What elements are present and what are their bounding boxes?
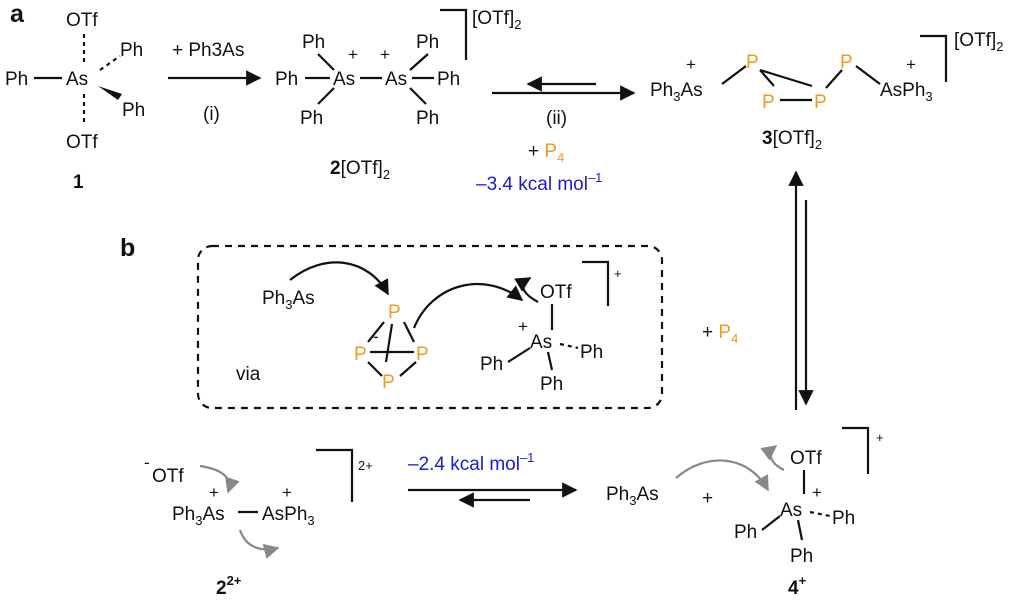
c2-ph-bl: Ph	[300, 108, 323, 129]
step1-reagent: + Ph3As	[172, 40, 244, 61]
via-p-bottom: P	[382, 372, 395, 393]
mechanism-via: Ph3As P - P P P OTf + As Ph Ph Ph + via	[236, 260, 622, 395]
c3-ph3as: Ph3As	[650, 80, 703, 104]
c3-p-bottom-right: P	[814, 92, 827, 113]
via-ph-right: Ph	[580, 342, 603, 363]
equilibrium-step-ii: (ii) + P4 –3.4 kcal mol–1	[476, 76, 636, 195]
ph-left: Ph	[5, 69, 28, 90]
c4-ph-bottom: Ph	[790, 546, 813, 567]
compound-3-structure: + Ph3As P P P P + AsPh3 [OTf]2 3[OTf]2	[650, 30, 1003, 152]
mid-plus-p4: + P4	[702, 322, 738, 346]
c2-as-1: As	[333, 69, 355, 90]
compound-2-dication: - OTf + + Ph3As AsPh3 2+ 22+	[144, 448, 373, 599]
via-as: As	[530, 332, 552, 353]
compound-1-structure: OTf Ph As Ph Ph OTf 1	[5, 10, 145, 193]
step2-label: (ii)	[546, 108, 567, 129]
compound-4-cation: Ph3As + OTf + As Ph Ph Ph + 4+	[606, 426, 884, 599]
c2-ph-ml: Ph	[275, 69, 298, 90]
d-bracket-charge: 2+	[358, 458, 373, 473]
panel-label-b: b	[120, 234, 135, 262]
c4-as: As	[780, 500, 802, 521]
c4-ph-right: Ph	[832, 508, 855, 529]
compound-2-structure: Ph Ph + + Ph As As Ph Ph Ph [OTf]2 2[OTf…	[275, 8, 521, 182]
step2-energy: –3.4 kcal mol–1	[476, 170, 602, 195]
panel-label-a: a	[10, 0, 25, 28]
d-plus-1: +	[209, 483, 219, 502]
step2-reagent: + P4	[528, 141, 564, 165]
c4-ph-left: Ph	[734, 522, 757, 543]
via-charge: +	[614, 266, 622, 281]
c2-ph-mr: Ph	[437, 69, 460, 90]
compound-2-dication-label: 22+	[216, 573, 242, 599]
c2-ph-tr: Ph	[416, 32, 439, 53]
via-ph3as: Ph3As	[262, 288, 315, 312]
otf-bottom: OTf	[66, 132, 98, 153]
c2-plus-1: +	[348, 45, 358, 64]
compound-1-label: 1	[73, 172, 84, 193]
c3-counterion: [OTf]2	[954, 30, 1003, 54]
ph-upper-right: Ph	[120, 40, 143, 61]
c2-counterion: [OTf]2	[472, 8, 521, 32]
arrow-step-i: + Ph3As (i)	[168, 40, 262, 125]
equilibrium-vertical	[788, 170, 814, 410]
equilibrium-lower: –2.4 kcal mol–1	[408, 450, 578, 508]
c2-as-2: As	[385, 69, 407, 90]
plus-between: +	[702, 488, 713, 509]
step1-label: (i)	[203, 104, 220, 125]
compound-3-label: 3[OTf]2	[762, 128, 822, 152]
d-plus-2: +	[282, 483, 292, 502]
c3-asph3: AsPh3	[880, 80, 933, 104]
free-otf: OTf	[152, 466, 184, 487]
c4-otf: OTf	[790, 448, 822, 469]
via-p-left: P	[354, 344, 367, 365]
d-asph3: AsPh3	[262, 504, 315, 528]
via-p-right: P	[416, 344, 429, 365]
via-ph-bottom: Ph	[540, 374, 563, 395]
otf-minus: -	[144, 453, 150, 472]
c2-plus-2: +	[380, 45, 390, 64]
via-text: via	[236, 364, 261, 385]
c3-p-top-right: P	[840, 52, 853, 73]
via-ph-left: Ph	[480, 354, 503, 375]
via-otf: OTf	[540, 282, 572, 303]
d-ph3as: Ph3As	[172, 504, 225, 528]
compound-2-label: 2[OTf]2	[330, 158, 390, 182]
c3-plus-left: +	[686, 55, 696, 74]
c3-p-top-left: P	[746, 52, 759, 73]
c3-plus-right: +	[906, 55, 916, 74]
mechanism-box	[196, 244, 664, 410]
compound-4-label: 4+	[788, 573, 807, 599]
via-plus: +	[518, 317, 528, 336]
c4-bracket-charge: +	[876, 430, 884, 445]
c2-ph-tl: Ph	[302, 32, 325, 53]
otf-top: OTf	[66, 10, 98, 31]
ph-lower-right: Ph	[122, 100, 145, 121]
via-minus: -	[373, 327, 379, 346]
c4-plus: +	[812, 483, 822, 502]
via-p-top: P	[388, 302, 401, 323]
c2-ph-br: Ph	[416, 108, 439, 129]
c3-p-bottom-left: P	[762, 92, 775, 113]
ph3as-free: Ph3As	[606, 484, 659, 508]
step4-energy: –2.4 kcal mol–1	[408, 450, 534, 475]
as-center: As	[66, 69, 88, 90]
